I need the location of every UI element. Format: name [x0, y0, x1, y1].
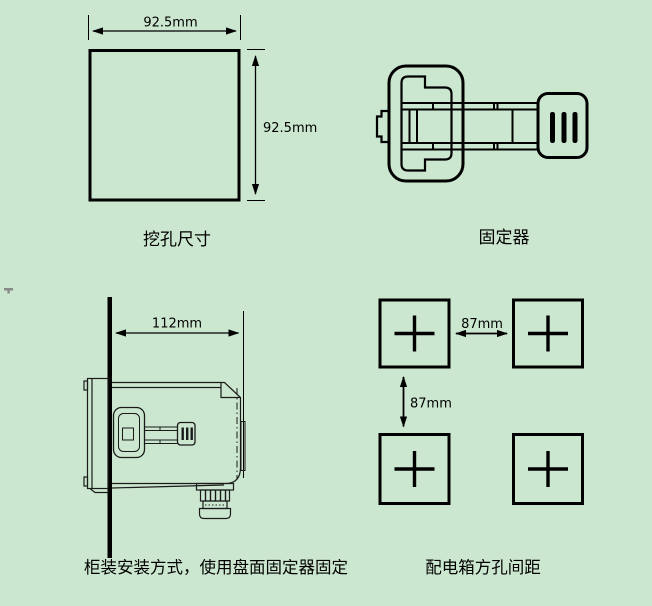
retainer-drawing [375, 64, 589, 183]
horizontal-spacing-label: 87mm [461, 317, 503, 332]
depth-label: 112mm [152, 317, 202, 332]
retainer-caption: 固定器 [479, 228, 530, 248]
cutout-width-label: 92.5mm [143, 16, 197, 31]
cutout-height-label: 92.5mm [263, 121, 317, 136]
center-cross-marks [394, 315, 568, 487]
depth-dimension: 112mm [115, 311, 244, 478]
hole-spacing-figure: 87mm 87mm 配电箱方孔间距 [378, 298, 584, 577]
retainer-side-view [112, 406, 196, 459]
instrument-side-view-drawing [83, 377, 246, 520]
retainer-grip-slots [550, 112, 578, 143]
hole-spacing-caption: 配电箱方孔间距 [425, 558, 541, 577]
vertical-spacing-dimension: 87mm [399, 376, 452, 428]
hole-square-bottom-left [378, 433, 451, 505]
retainer-grip-cap [536, 92, 589, 159]
cable-gland [195, 482, 235, 520]
horizontal-spacing-dimension: 87mm [455, 317, 508, 338]
cutout-height-dimension: 92.5mm [247, 49, 317, 201]
hole-square-bottom-right [512, 433, 584, 505]
hole-square-top-left [378, 298, 451, 369]
panel-mount-figure: 112mm [83, 297, 348, 577]
retainer-inner-frame [400, 75, 453, 172]
cutout-caption: 挖孔尺寸 [143, 230, 211, 250]
retainer-rails [401, 102, 537, 151]
rear-terminal-strip [240, 421, 246, 471]
cutout-figure: 92.5mm 92.5mm 挖孔尺寸 [88, 15, 317, 250]
bezel [86, 377, 109, 490]
panel-mount-caption: 柜装安装方式，使用盘面固定器固定 [84, 558, 348, 577]
hole-square-top-right [512, 298, 584, 369]
cutout-square-drawing [88, 49, 241, 202]
stray-cursor-artifact [4, 288, 13, 294]
cutout-width-dimension: 92.5mm [88, 15, 241, 40]
hole-grid-drawing [378, 298, 584, 505]
vertical-spacing-label: 87mm [410, 397, 452, 412]
retainer-head-outline [387, 64, 465, 183]
retainer-left-tab [375, 109, 389, 144]
retainer-figure: 固定器 [375, 64, 589, 248]
mounting-panel-line [107, 297, 112, 558]
retainer-rail-ticks [408, 103, 514, 150]
